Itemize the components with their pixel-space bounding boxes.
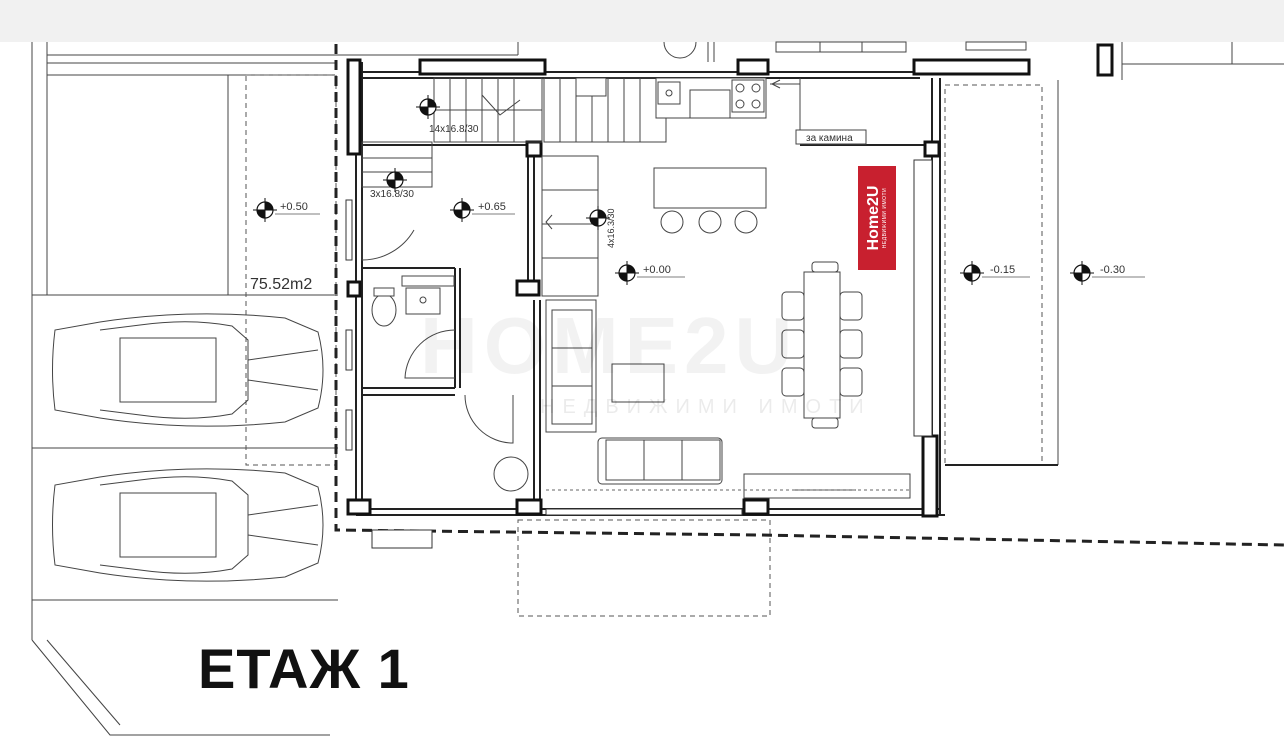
sofa-cushion — [605, 439, 645, 481]
window-sill — [371, 529, 433, 549]
chair — [811, 417, 839, 429]
burner — [751, 83, 761, 93]
door-swing — [361, 200, 415, 261]
column — [923, 140, 941, 158]
column — [736, 58, 770, 76]
level-marker-icon — [960, 261, 1030, 285]
stair-label-main: 14x16.8/30 — [429, 124, 479, 135]
bar-stool — [698, 210, 722, 234]
fridge — [575, 77, 607, 97]
level-marker-icon — [253, 198, 320, 222]
chair — [811, 261, 839, 273]
site-line — [31, 639, 330, 736]
level-label-garden: -0.30 — [1100, 264, 1125, 276]
sofa-cushion — [643, 439, 683, 481]
dishwasher — [689, 89, 731, 119]
site-line — [663, 41, 697, 59]
column — [912, 58, 1031, 76]
top-cabinet — [775, 41, 907, 53]
column — [418, 58, 547, 76]
fireplace-arrow — [770, 79, 781, 89]
vanity — [401, 275, 455, 287]
round-table — [493, 456, 529, 492]
level-label-yard: +0.50 — [280, 201, 308, 213]
stair-arrow — [545, 214, 553, 230]
brand-logo-tagline: НЕДВИЖИМИ ИМОТИ — [881, 187, 888, 249]
brand-logo-name: Home2U — [864, 185, 882, 251]
window — [345, 409, 353, 451]
sofa-cushion — [681, 439, 721, 481]
column — [525, 140, 543, 158]
porch-outline — [517, 519, 771, 617]
kitchen-island — [653, 167, 767, 209]
level-label-entrance: +0.65 — [478, 201, 506, 213]
sofa-cushion — [551, 347, 593, 387]
burner — [735, 83, 745, 93]
basin-drain — [419, 296, 427, 304]
bar-stool — [734, 210, 758, 234]
watermark-tagline: НЕДВИЖИМИ ИМОТИ — [540, 396, 872, 418]
level-marker-icon — [416, 95, 440, 119]
column — [346, 58, 362, 156]
level-marker-icon — [615, 261, 685, 285]
level-marker-icon — [586, 206, 610, 230]
door-swing — [464, 394, 514, 444]
brand-logo: Home2U НЕДВИЖИМИ ИМОТИ — [858, 166, 896, 270]
column — [742, 498, 770, 516]
chair — [839, 367, 863, 397]
column — [346, 498, 372, 516]
bar-stool — [660, 210, 684, 234]
level-marker-icon — [1070, 261, 1145, 285]
property-line — [334, 44, 1284, 547]
chair — [839, 329, 863, 359]
car — [52, 313, 324, 427]
window — [913, 159, 933, 437]
fireplace-box — [795, 129, 867, 145]
car — [52, 468, 324, 582]
sink-drain — [665, 89, 673, 97]
toilet — [371, 293, 397, 327]
stair-block — [541, 155, 599, 297]
level-label-terrace: -0.15 — [990, 264, 1015, 276]
column — [346, 280, 362, 298]
floor-title: ЕТАЖ 1 — [198, 637, 410, 700]
site-line — [46, 639, 121, 726]
stair-arrow — [481, 94, 521, 116]
door-swing — [404, 329, 456, 379]
level-marker-icon — [383, 168, 407, 192]
level-marker-icon — [450, 198, 515, 222]
level-markers — [253, 95, 1145, 285]
stove — [731, 79, 765, 113]
fireplace-label: за камина — [806, 133, 853, 144]
column — [921, 434, 939, 518]
top-band — [0, 0, 1284, 42]
column — [1096, 43, 1114, 77]
toilet-tank — [373, 287, 395, 297]
sofa-cushion — [551, 385, 593, 425]
burner — [735, 99, 745, 109]
window — [345, 199, 353, 261]
burner — [751, 99, 761, 109]
tv-cabinet — [743, 473, 911, 499]
window — [545, 508, 743, 516]
coffee-table — [611, 363, 665, 403]
yard-outline — [245, 74, 337, 466]
column — [515, 498, 543, 516]
window — [345, 329, 353, 371]
column — [515, 279, 541, 297]
sofa-cushion — [551, 309, 593, 349]
chair — [839, 291, 863, 321]
stair-label-entry: 3x16.8/30 — [370, 189, 414, 200]
top-cabinet — [965, 41, 1027, 51]
area-label: 75.52m2 — [250, 276, 312, 293]
stair-label-living: 4x16.3/30 — [606, 208, 616, 248]
watermark-logo: HOME2U — [420, 301, 799, 390]
dining-table — [803, 271, 841, 419]
level-label-living: +0.00 — [643, 264, 671, 276]
